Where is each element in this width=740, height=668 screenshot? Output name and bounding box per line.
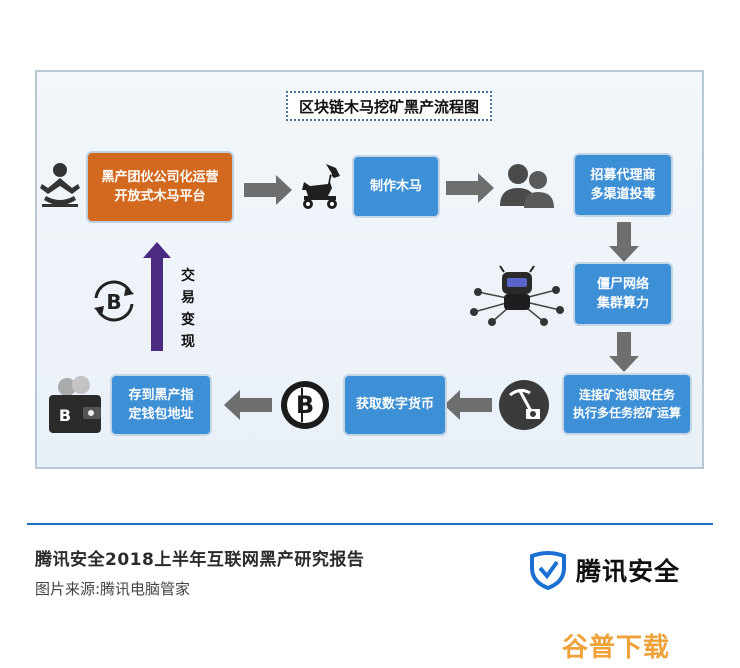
make-trojan-box: 制作木马 xyxy=(352,155,440,218)
meditating-person-icon xyxy=(40,163,80,207)
recruit-agents-box: 招募代理商 多渠道投毒 xyxy=(573,153,673,217)
trojan-horse-icon xyxy=(302,164,340,209)
footer-divider xyxy=(27,523,713,525)
shield-check-icon xyxy=(530,551,566,590)
mining-pickaxe-icon xyxy=(499,380,549,430)
two-users-icon xyxy=(500,164,554,208)
arrow-coin-to-wallet xyxy=(224,390,272,420)
botnet-compute-box: 僵尸网络 集群算力 xyxy=(573,262,673,326)
brand-name: 腾讯安全 xyxy=(576,557,681,586)
arrow-trojan-to-recruit xyxy=(446,173,494,203)
arrow-gang-to-trojan xyxy=(244,175,292,205)
wallet-icon: B xyxy=(49,376,101,433)
cashout-arrow xyxy=(143,242,171,351)
report-title: 腾讯安全2018上半年互联网黑产研究报告 xyxy=(35,550,365,570)
tencent-security-brand: 腾讯安全 xyxy=(528,550,680,590)
botnet-robot-icon xyxy=(470,265,564,326)
svg-text:B: B xyxy=(106,290,121,314)
wallet-address-box: 存到黑产指 定钱包地址 xyxy=(110,374,212,436)
mining-pool-box: 连接矿池领取任务 执行多任务挖矿运算 xyxy=(562,373,692,435)
svg-text:B: B xyxy=(296,391,314,419)
get-coin-box: 获取数字货币 xyxy=(343,374,447,436)
gang-platform-box: 黑产团伙公司化运营 开放式木马平台 xyxy=(86,151,234,223)
cashout-label: 交易变现 xyxy=(181,268,195,350)
image-source-caption: 图片来源:腾讯电脑管家 xyxy=(35,580,191,598)
svg-text:B: B xyxy=(59,406,71,425)
watermark: 谷普下载 xyxy=(562,633,671,663)
diagram-title: 区块链木马挖矿黑产流程图 xyxy=(286,91,492,121)
arrow-pool-to-coin xyxy=(444,390,492,420)
bitcoin-icon: B xyxy=(281,381,329,429)
arrow-botnet-to-pool xyxy=(609,332,639,372)
arrow-recruit-to-botnet xyxy=(609,222,639,262)
bitcoin-exchange-icon: B xyxy=(94,280,134,322)
